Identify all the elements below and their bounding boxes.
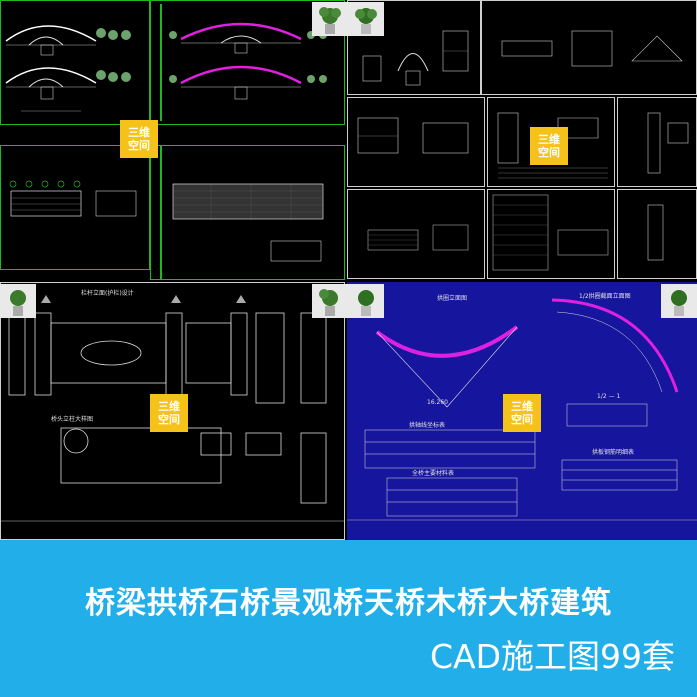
drawing-sheet-beam-details <box>347 189 485 279</box>
arch-section-drawing: 拱圈立面图 16.260 拱轴线坐标表 全桥主要材料表 1/2拱圈截面立面图 1… <box>347 292 697 521</box>
drawing-sheet-abutment <box>347 97 485 187</box>
drawing-sheet-deck-plan-2 <box>150 145 345 280</box>
radius-label: 16.260 <box>427 399 448 406</box>
deck-plan-drawing <box>9 180 137 217</box>
drawing-sheet-column <box>617 189 697 279</box>
column-rebar-drawing <box>647 112 689 174</box>
railing-title: 栏杆立面(护栏)设计 <box>81 289 134 297</box>
promo-banner <box>0 540 697 697</box>
section-label: 1/2 — 1 <box>597 393 620 400</box>
thumbnail-plant-image <box>348 284 384 318</box>
drawing-sheet-cross-sections <box>481 0 697 95</box>
drawing-sheet-bridge-elevation-1 <box>0 0 150 125</box>
badge-3d-space: 三维 空间 <box>150 394 188 432</box>
badge-3d-space: 三维 空间 <box>530 127 568 165</box>
thumbnail-plant-image <box>0 284 36 318</box>
table-title-rebar: 拱板钢筋明细表 <box>592 448 634 456</box>
banner-subtitle: CAD施工图99套 <box>429 637 675 676</box>
column-drawing <box>647 204 664 261</box>
railing-elevation-drawing: 栏杆立面(护栏)设计 桥头立柱大样图 <box>1 289 344 522</box>
banner-title: 桥梁拱桥石桥景观桥天桥木桥大桥建筑 <box>85 586 612 621</box>
schedule-table-drawing <box>492 194 609 271</box>
thumbnail-plant-image <box>348 2 384 36</box>
badge-3d-space: 三维 空间 <box>503 394 541 432</box>
drawing-sheet-deck-plan-1 <box>0 145 150 270</box>
badge-3d-space: 三维 空间 <box>120 120 158 158</box>
table-title-materials: 全桥主要材料表 <box>412 469 454 477</box>
arch-section-title: 拱圈立面图 <box>437 294 467 302</box>
deck-plan-hatched-drawing <box>160 146 324 279</box>
drawing-sheet-table <box>487 189 615 279</box>
drawing-sheet-reinforcement-2 <box>617 97 697 187</box>
abutment-drawing <box>357 117 469 154</box>
cross-section-drawing <box>501 30 683 67</box>
thumbnail-plant-image <box>661 284 697 318</box>
bridge-elevation-drawing <box>5 25 131 112</box>
table-title-coords: 拱轴线坐标表 <box>409 421 445 429</box>
detail-title: 桥头立柱大样图 <box>51 415 93 423</box>
thumbnail-plant-image <box>312 284 348 318</box>
beam-detail-drawing <box>367 224 469 251</box>
arch-plan-title: 1/2拱圈截面立面图 <box>579 292 631 300</box>
thumbnail-plant-image <box>312 2 348 36</box>
pier-detail-drawing <box>362 30 469 86</box>
